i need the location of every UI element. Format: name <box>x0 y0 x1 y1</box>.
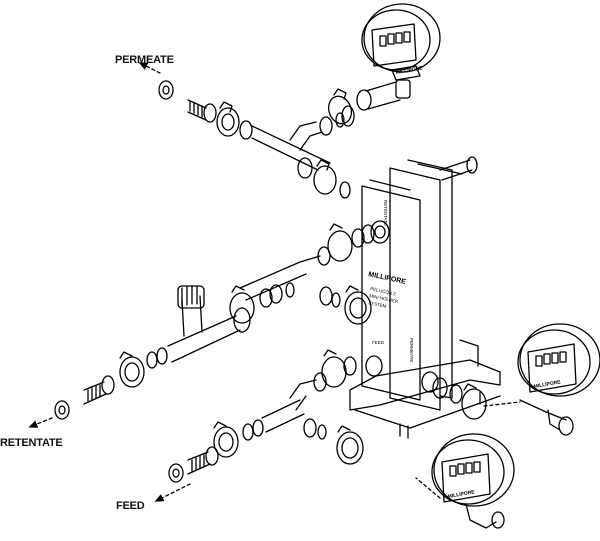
retentate-clamp-upper <box>327 223 353 262</box>
permeate-clamp-left <box>216 101 253 140</box>
retentate-pressure-gauge <box>517 323 600 397</box>
cassette-text: RETENTATE MILLIPORE PELLICON 2 MINI HOLD… <box>368 65 562 500</box>
retentate-clamp-right <box>344 285 372 325</box>
feed-pressure-gauge <box>415 433 515 529</box>
feed-nut <box>168 463 184 483</box>
retentate-label: RETENTATE <box>0 437 63 449</box>
cassette-permeate-text: PERMEATE <box>409 338 414 362</box>
feed-label: FEED <box>116 500 145 512</box>
feed-gauge-brand: MILLIPORE <box>447 489 476 500</box>
feed-clamp-right <box>336 425 364 465</box>
retentate-gauge-brand: MILLIPORE <box>533 379 562 390</box>
cassette-model-line-3: SYSTEM <box>368 300 387 309</box>
retentate-nut <box>54 400 70 420</box>
feed-clamp-left <box>213 421 239 458</box>
cassette-front-plate <box>361 185 421 401</box>
retentate-valve <box>177 285 205 337</box>
permeate-pipe <box>251 125 331 171</box>
feed-line-assembly <box>154 349 364 502</box>
retentate-pipe <box>167 315 241 363</box>
cassette-brand-text: MILLIPORE <box>368 271 407 286</box>
permeate-label: PERMEATE <box>115 54 174 66</box>
retentate-hose-barb <box>83 375 115 405</box>
permeate-nut <box>158 80 174 100</box>
feed-pipe <box>261 399 305 433</box>
cassette-holder <box>349 156 501 439</box>
cassette-feed-text: FEED <box>372 340 385 345</box>
cassette-side-label: RETENTATE <box>383 200 388 226</box>
permeate-pressure-gauge <box>361 3 441 81</box>
feed-hose-barb <box>187 446 219 475</box>
retentate-clamp-left <box>119 351 145 388</box>
permeate-lower-clamp <box>313 159 337 195</box>
holder-base <box>349 359 501 411</box>
permeate-clamp-right <box>327 88 353 125</box>
permeate-gauge-brand: MILLIPORE <box>395 65 424 76</box>
retentate-clamp-mid <box>229 285 255 324</box>
permeate-hose-barb <box>187 99 217 123</box>
cassette-model-line-2: MINI HOLDER <box>369 293 400 304</box>
retentate-line-assembly <box>28 223 375 428</box>
cassette-model-line-1: PELLICON 2 <box>370 286 397 296</box>
permeate-line-assembly <box>138 62 411 199</box>
retentate-gauge-connector <box>432 377 574 436</box>
